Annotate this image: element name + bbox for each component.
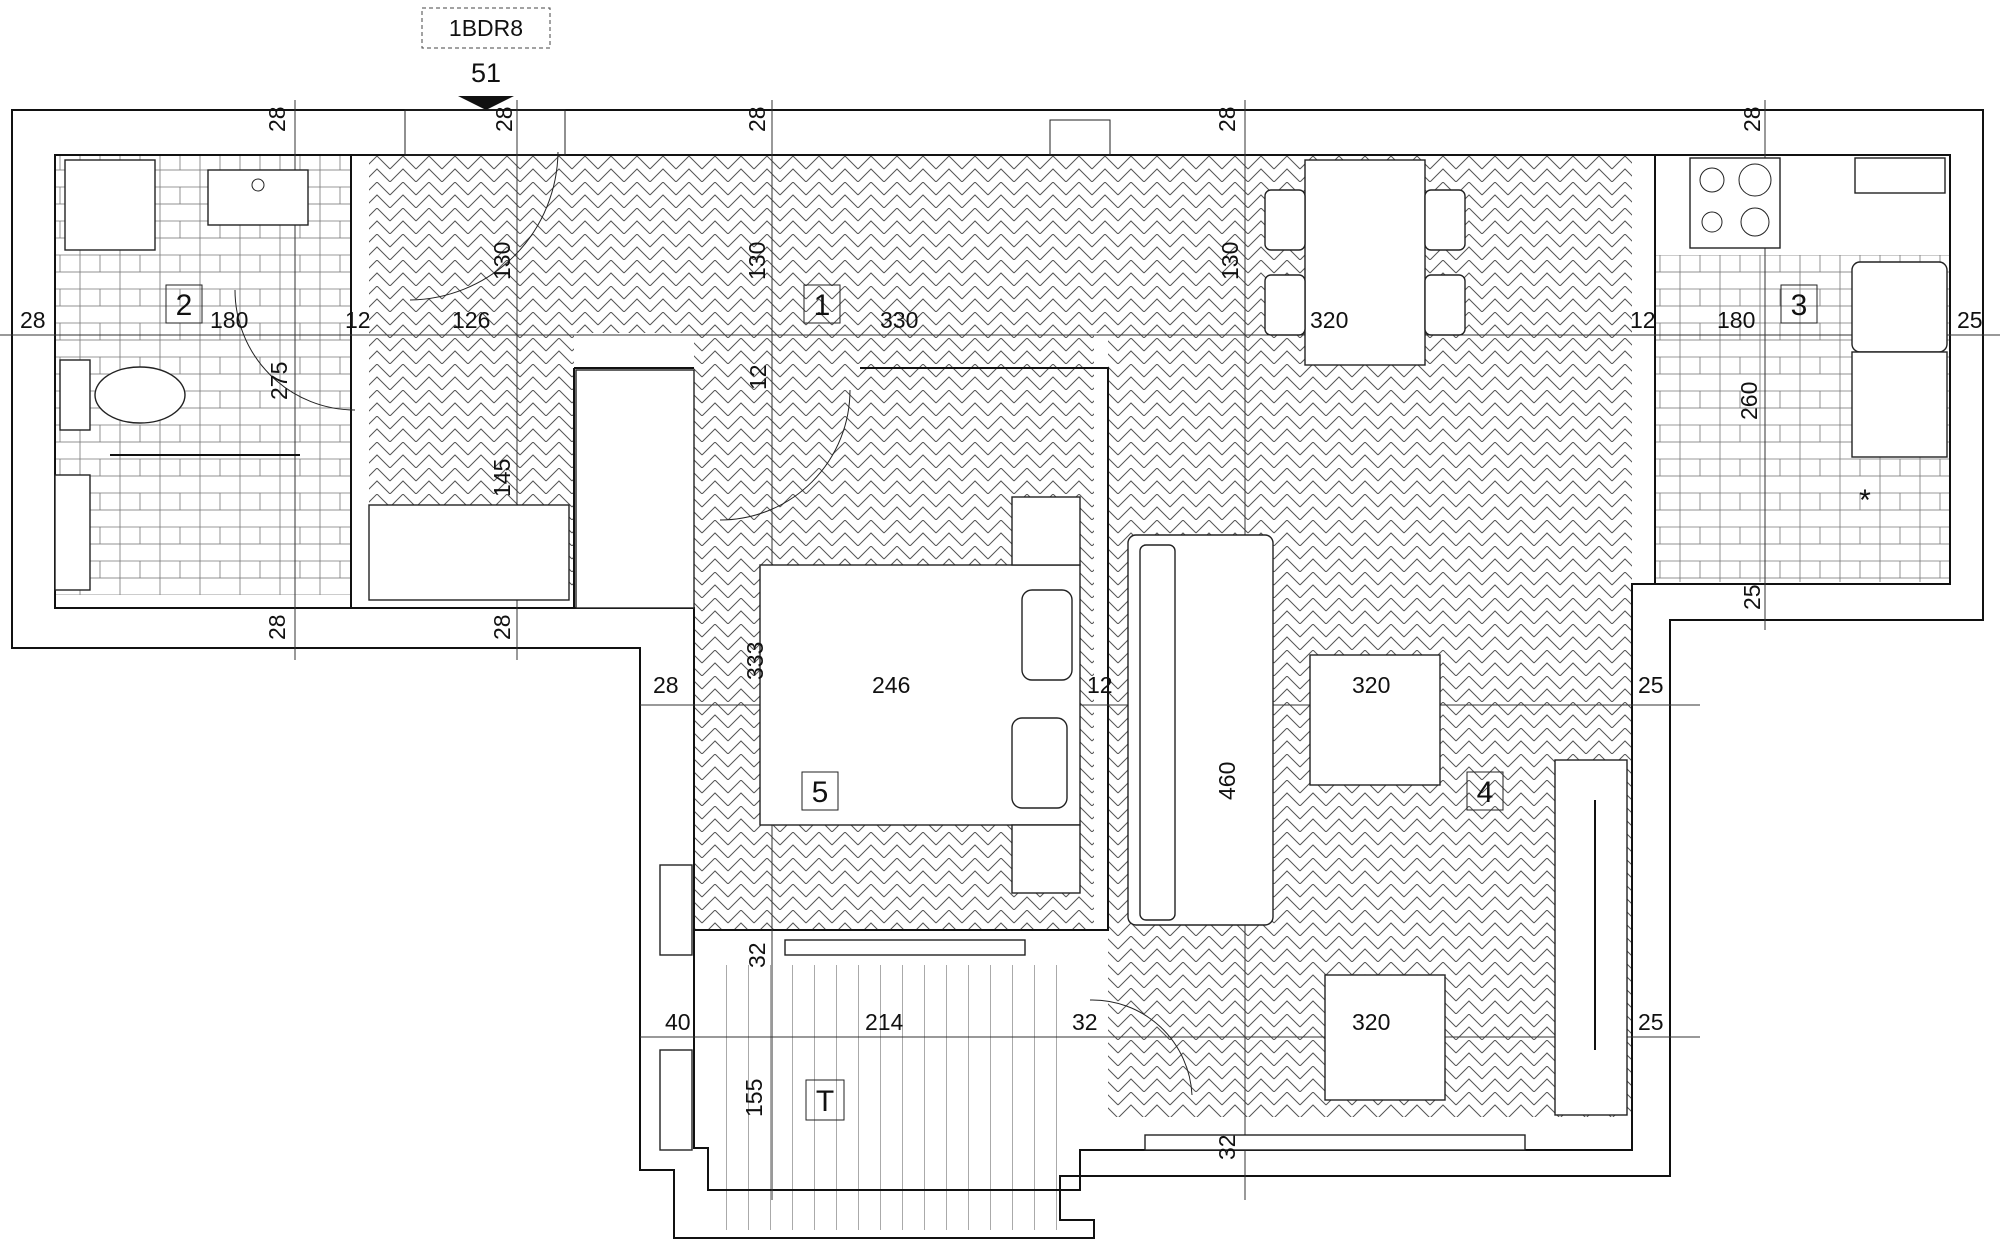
dim-lounge-width-2: 320 bbox=[1352, 1009, 1390, 1035]
room-label-lounge: 4 bbox=[1477, 776, 1494, 809]
dim-lounge-depth: 460 bbox=[1214, 762, 1240, 800]
dim-hall-depth: 145 bbox=[489, 459, 515, 497]
chair-3 bbox=[1424, 189, 1466, 251]
dim-door-wall: 12 bbox=[745, 364, 771, 390]
bathtub-sink bbox=[64, 159, 156, 251]
boiler bbox=[1854, 157, 1946, 194]
nightstand-top bbox=[1011, 496, 1081, 566]
door-swings bbox=[234, 151, 1193, 1096]
terrace-wall-left bbox=[659, 1049, 693, 1151]
burner-3 bbox=[1701, 211, 1723, 233]
dim-dining-width: 320 bbox=[1310, 307, 1348, 333]
bedroom-wall-left bbox=[659, 864, 693, 956]
armchair bbox=[1324, 974, 1446, 1101]
wardrobe-hall bbox=[368, 504, 570, 601]
dim-kitchen-width: 180 bbox=[1717, 307, 1755, 333]
furniture bbox=[54, 157, 1948, 1151]
room-label-terrace: T bbox=[816, 1085, 834, 1118]
dim-bedroom-left-wall: 28 bbox=[653, 672, 679, 698]
dim-bath-depth: 275 bbox=[266, 362, 292, 400]
window-bottom bbox=[1144, 1134, 1526, 1151]
kitchen-sink bbox=[1851, 261, 1948, 353]
room-label-living: 1 bbox=[814, 289, 831, 322]
dim-top-ext-1: 28 bbox=[264, 106, 290, 132]
dim-living-width: 330 bbox=[880, 307, 918, 333]
dim-left-wall: 28 bbox=[20, 307, 46, 333]
dim-bottom-wall: 32 bbox=[1214, 1134, 1240, 1160]
dim-bath-partition: 12 bbox=[345, 307, 371, 333]
dim-top-ext-3: 28 bbox=[744, 106, 770, 132]
bathroom-door-swing bbox=[234, 289, 356, 411]
toilet-bowl bbox=[94, 366, 186, 424]
dim-lounge-right-wall-1: 25 bbox=[1638, 672, 1664, 698]
dim-hall-width: 126 bbox=[452, 307, 490, 333]
dim-top-ext-4: 28 bbox=[1214, 106, 1240, 132]
chair-2 bbox=[1264, 274, 1306, 336]
extra-mark: * bbox=[1859, 484, 1871, 517]
coffee-table bbox=[1309, 654, 1441, 786]
dim-balcony-wall-2: 32 bbox=[1072, 1009, 1098, 1035]
pillow-2 bbox=[1011, 717, 1068, 809]
terrace-door-swing bbox=[1089, 999, 1193, 1096]
burner-1 bbox=[1699, 167, 1725, 193]
dim-kitchen-depth: 260 bbox=[1736, 382, 1762, 420]
room-labels: 1 2 3 4 5 T * bbox=[165, 284, 1871, 1121]
dim-terrace-depth: 155 bbox=[741, 1079, 767, 1117]
terrace-floor bbox=[708, 965, 1058, 1230]
bathroom-sink bbox=[207, 169, 309, 226]
dimension-labels: 28 28 28 28 28 28 180 12 126 330 320 12 … bbox=[20, 106, 1983, 1160]
unit-header: 1BDR8 51 bbox=[421, 7, 551, 110]
sofa-back bbox=[1139, 544, 1176, 921]
dim-kitchen-partition: 12 bbox=[1630, 307, 1656, 333]
dim-h130-a: 130 bbox=[489, 242, 515, 280]
entry-door-swing bbox=[409, 151, 559, 301]
dim-h130-c: 130 bbox=[1217, 242, 1243, 280]
burner-2 bbox=[1738, 163, 1772, 197]
door-panel bbox=[784, 939, 1026, 956]
nightstand-bottom bbox=[1011, 824, 1081, 894]
sink-drain bbox=[251, 178, 265, 192]
dim-h130-b: 130 bbox=[744, 242, 770, 280]
washing-machine bbox=[54, 474, 91, 591]
entry-arrow-icon bbox=[458, 96, 514, 110]
dim-terrace-width: 214 bbox=[865, 1009, 904, 1035]
burner-4 bbox=[1740, 207, 1770, 237]
dim-bedroom-depth: 333 bbox=[742, 642, 768, 680]
unit-code: 1BDR8 bbox=[449, 15, 523, 41]
dim-top-ext-5: 28 bbox=[1739, 106, 1765, 132]
door-gap-1 bbox=[404, 109, 566, 156]
room-label-bedroom: 5 bbox=[812, 776, 829, 809]
dim-bath-width: 180 bbox=[210, 307, 248, 333]
dim-bedroom-width: 246 bbox=[872, 672, 910, 698]
dim-bottom-ext-1: 28 bbox=[264, 614, 290, 640]
fridge bbox=[1851, 351, 1948, 458]
dim-right-wall: 25 bbox=[1957, 307, 1983, 333]
dim-kitchen-wall: 25 bbox=[1739, 584, 1765, 610]
window-top bbox=[1049, 119, 1111, 156]
dim-top-ext-2: 28 bbox=[491, 106, 517, 132]
dining-table bbox=[1304, 159, 1426, 366]
bedroom-door-swing bbox=[719, 389, 851, 521]
dim-lounge-right-wall-2: 25 bbox=[1638, 1009, 1664, 1035]
toilet-tank bbox=[59, 359, 91, 431]
room-label-bathroom: 2 bbox=[176, 289, 193, 322]
dim-bedroom-wall: 12 bbox=[1087, 672, 1113, 698]
hob bbox=[1689, 157, 1781, 249]
wardrobe-bedroom bbox=[575, 369, 695, 609]
room-label-kitchen: 3 bbox=[1791, 289, 1808, 322]
chair-1 bbox=[1264, 189, 1306, 251]
unit-number: 51 bbox=[471, 58, 501, 88]
dim-balcony-wall-1: 32 bbox=[744, 942, 770, 968]
outer-wall bbox=[11, 109, 1984, 1239]
dim-terrace-left-wall: 40 bbox=[665, 1009, 691, 1035]
tv-unit bbox=[1554, 759, 1628, 1116]
dim-lounge-width-1: 320 bbox=[1352, 672, 1390, 698]
unit-code-box bbox=[421, 7, 551, 49]
chair-4 bbox=[1424, 274, 1466, 336]
pillow-1 bbox=[1021, 589, 1073, 681]
dim-bottom-ext-2: 28 bbox=[489, 614, 515, 640]
